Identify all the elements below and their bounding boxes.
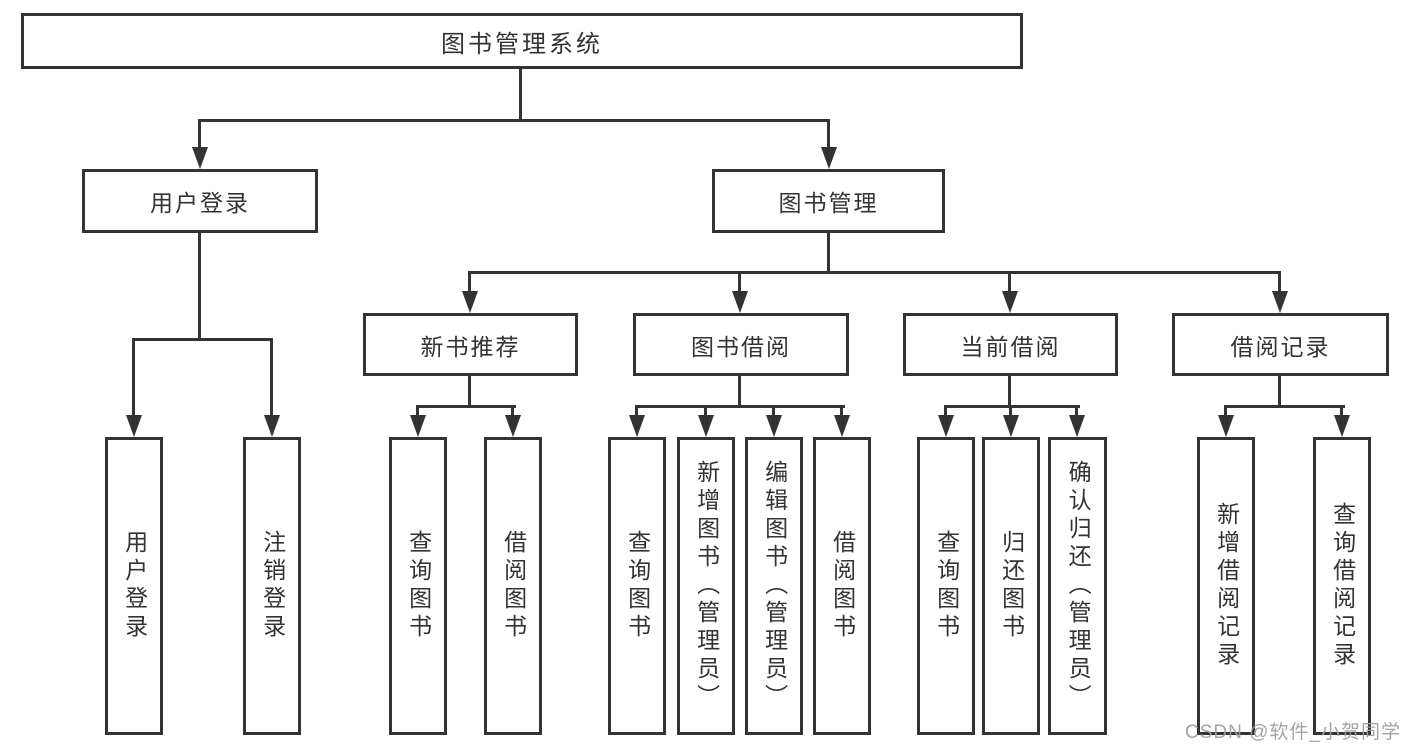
connector-root-stem xyxy=(519,69,522,119)
node-library-system-label: 图书管理系统 xyxy=(441,30,603,58)
arrow-down-icon xyxy=(1002,291,1018,313)
arrow-down-icon xyxy=(821,147,837,169)
connector-group-stem xyxy=(1278,376,1281,407)
arrow-down-icon xyxy=(938,415,954,437)
connector-leaf-drop xyxy=(511,405,514,416)
arrow-down-icon xyxy=(698,415,714,437)
arrow-down-icon xyxy=(264,415,280,437)
arrow-down-icon xyxy=(1069,415,1085,437)
leaf-return-book: 归还图书 xyxy=(982,437,1040,735)
node-current-borrow-label: 当前借阅 xyxy=(960,333,1061,360)
connector-group-bar xyxy=(635,405,845,408)
connector-group-bar xyxy=(944,405,1080,408)
leaf-logout-label: 注销登录 xyxy=(259,530,286,642)
leaf-borrow-books-recommend: 借阅图书 xyxy=(484,437,542,735)
connector-group-stem xyxy=(468,376,471,407)
node-user-login-label: 用户登录 xyxy=(150,190,250,216)
node-borrow-records-label: 借阅记录 xyxy=(1230,333,1331,360)
connector-l3-drop xyxy=(738,271,741,291)
csdn-watermark: CSDN @软件_小贺同学 xyxy=(1185,722,1401,743)
connector-book-mgmt-stem xyxy=(827,233,830,271)
arrow-down-icon xyxy=(1334,415,1350,437)
connector-leaf-drop xyxy=(1340,405,1343,416)
leaf-user-login: 用户登录 xyxy=(105,437,163,735)
leaf-query-books-recommend: 查询图书 xyxy=(389,437,447,735)
leaf-edit-book-admin-label: 编辑图书（管理员） xyxy=(761,460,788,712)
connector-group-stem xyxy=(1008,376,1011,407)
connector-book-mgmt-bar xyxy=(468,271,1281,274)
arrow-down-icon xyxy=(732,291,748,313)
arrow-down-icon xyxy=(1003,415,1019,437)
connector-leaf-drop xyxy=(772,405,775,416)
leaf-user-login-label: 用户登录 xyxy=(121,530,148,642)
connector-book-mgmt-drop xyxy=(827,119,830,147)
arrow-down-icon xyxy=(126,415,142,437)
leaf-return-book-label: 归还图书 xyxy=(998,530,1025,642)
leaf-query-books-current: 查询图书 xyxy=(917,437,975,735)
node-new-book-recommend: 新书推荐 xyxy=(363,313,578,376)
connector-l3-drop xyxy=(468,271,471,291)
arrow-down-icon xyxy=(1272,291,1288,313)
leaf-edit-book-admin: 编辑图书（管理员） xyxy=(745,437,803,735)
connector-user-login-stem xyxy=(198,233,201,338)
connector-root-bar xyxy=(198,119,830,122)
arrow-down-icon xyxy=(410,415,426,437)
connector-leaf-drop xyxy=(944,405,947,416)
arrow-down-icon xyxy=(462,291,478,313)
leaf-query-borrow-record: 查询借阅记录 xyxy=(1313,437,1371,735)
arrow-down-icon xyxy=(192,147,208,169)
connector-user-login-bar xyxy=(132,338,273,341)
leaf-add-borrow-record-label: 新增借阅记录 xyxy=(1213,502,1240,670)
connector-group-bar xyxy=(416,405,516,408)
leaf-query-books-current-label: 查询图书 xyxy=(933,530,960,642)
leaf-confirm-return-admin: 确认归还（管理员） xyxy=(1048,437,1107,735)
connector-leaf-drop xyxy=(840,405,843,416)
connector-leaf-drop xyxy=(704,405,707,416)
node-user-login: 用户登录 xyxy=(82,169,318,233)
node-book-management-label: 图书管理 xyxy=(778,190,879,216)
connector-leaf-drop xyxy=(1224,405,1227,416)
node-library-system: 图书管理系统 xyxy=(21,13,1023,69)
node-book-borrow: 图书借阅 xyxy=(633,313,849,376)
connector-group-stem xyxy=(738,376,741,407)
connector-leaf-drop xyxy=(132,338,135,415)
node-borrow-records: 借阅记录 xyxy=(1172,313,1389,376)
leaf-borrow-books-2-label: 借阅图书 xyxy=(829,530,856,642)
leaf-confirm-return-admin-label: 确认归还（管理员） xyxy=(1065,460,1092,712)
leaf-borrow-books-2: 借阅图书 xyxy=(813,437,871,735)
connector-leaf-drop xyxy=(1075,405,1078,416)
leaf-query-books-borrow: 查询图书 xyxy=(608,437,666,735)
connector-user-login-drop xyxy=(198,119,201,147)
arrow-down-icon xyxy=(834,415,850,437)
arrow-down-icon xyxy=(1218,415,1234,437)
connector-leaf-drop xyxy=(270,338,273,415)
leaf-borrow-books-recommend-label: 借阅图书 xyxy=(500,530,527,642)
arrow-down-icon xyxy=(629,415,645,437)
node-book-borrow-label: 图书借阅 xyxy=(691,333,791,360)
node-book-management: 图书管理 xyxy=(712,169,945,233)
node-current-borrow: 当前借阅 xyxy=(903,313,1118,376)
leaf-add-book-admin: 新增图书（管理员） xyxy=(677,437,735,735)
connector-group-bar xyxy=(1224,405,1345,408)
connector-l3-drop xyxy=(1278,271,1281,291)
leaf-query-books-recommend-label: 查询图书 xyxy=(405,530,432,642)
leaf-add-borrow-record: 新增借阅记录 xyxy=(1197,437,1255,735)
leaf-logout: 注销登录 xyxy=(243,437,301,735)
arrow-down-icon xyxy=(766,415,782,437)
connector-l3-drop xyxy=(1008,271,1011,291)
arrow-down-icon xyxy=(505,415,521,437)
connector-leaf-drop xyxy=(416,405,419,416)
leaf-query-borrow-record-label: 查询借阅记录 xyxy=(1329,502,1356,670)
connector-leaf-drop xyxy=(1009,405,1012,416)
connector-leaf-drop xyxy=(635,405,638,416)
leaf-query-books-borrow-label: 查询图书 xyxy=(624,530,651,642)
node-new-book-recommend-label: 新书推荐 xyxy=(420,333,521,360)
leaf-add-book-admin-label: 新增图书（管理员） xyxy=(693,460,720,712)
